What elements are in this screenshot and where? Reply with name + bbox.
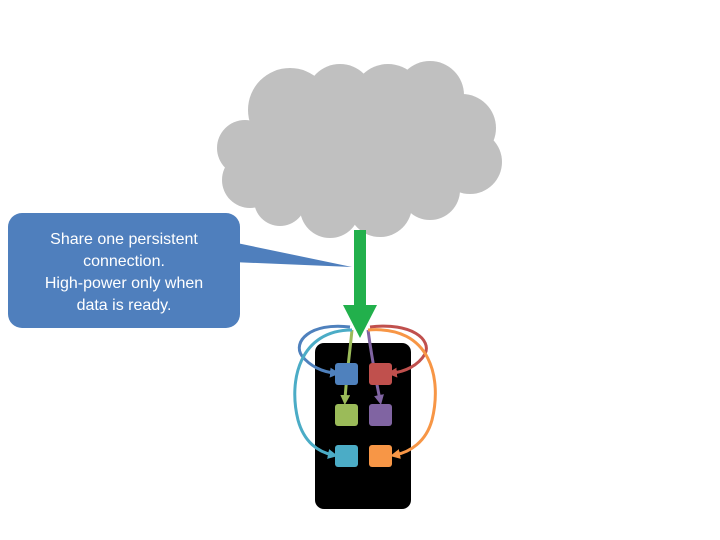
main-connection-arrow [343,230,377,338]
app-tile-green [335,404,358,426]
callout-bubble [8,213,352,328]
app-tile-teal [335,445,358,467]
app-tile-purple [369,404,392,426]
callout-pointer [232,242,352,267]
callout-text: Share one persistent connection. High-po… [12,229,236,317]
arrow-to-orange-app [367,328,437,459]
callout-line-1: Share one persistent [50,231,198,248]
cloud-icon [217,61,502,238]
app-tile-blue [335,363,358,385]
arrow-to-teal-app [293,328,353,459]
callout-line-2: connection. [83,253,165,270]
arrow-to-blue-app [297,324,351,378]
phone-device [315,343,411,509]
callout-line-3: High-power only when [44,275,204,292]
app-tile-orange [369,445,392,467]
callout-box [8,213,240,328]
app-tile-red [369,363,392,385]
callout-line-4: data is ready. [76,297,172,314]
